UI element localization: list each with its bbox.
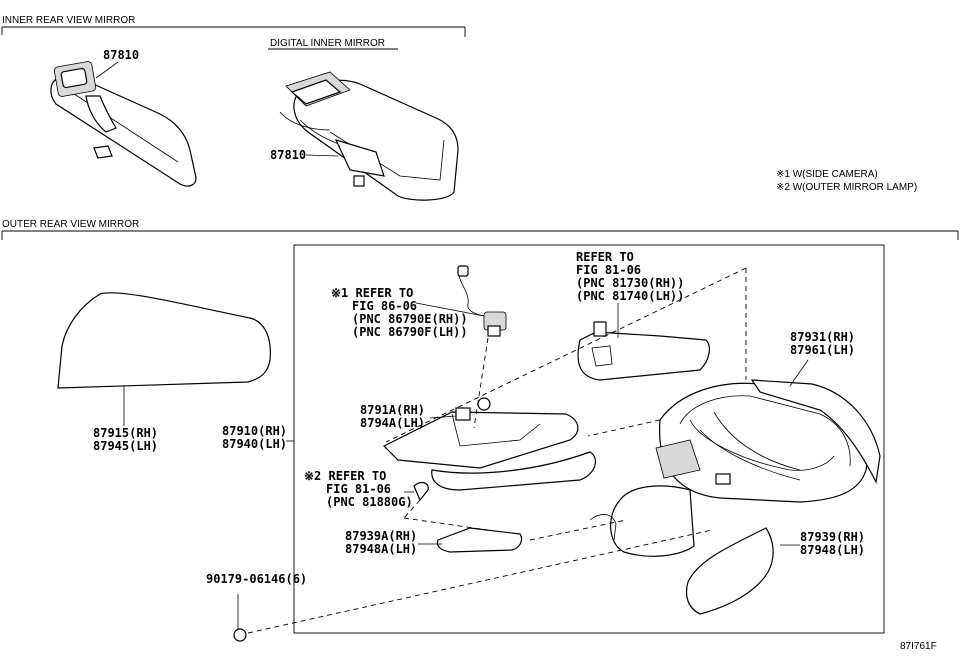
label-lower-cover-rh: 87939(RH) [800, 530, 865, 544]
ref-turn-line1: REFER TO [576, 250, 634, 264]
ref-camera-line2: FIG 86-06 [352, 299, 417, 313]
label-mirror-glass-rh: 87931(RH) [790, 330, 855, 344]
side-camera-drawing [457, 265, 507, 337]
lower-cover-drawing [685, 527, 774, 615]
note-side-camera: ※1 W(SIDE CAMERA) [776, 169, 878, 180]
inner-section-header: INNER REAR VIEW MIRROR [2, 15, 135, 26]
label-bracket-lh: 8794A(LH) [360, 416, 425, 430]
inner-mirror-drawing [50, 61, 197, 187]
label-lower-cover-a-rh: 87939A(RH) [345, 529, 417, 543]
label-cover-rh: 87915(RH) [93, 426, 158, 440]
label-inner-mirror: 87810 [103, 48, 139, 62]
turn-signal-drawing [577, 321, 710, 381]
assembly-dashed-lines [247, 267, 747, 634]
leader-mirror-glass [789, 359, 809, 387]
leader-camera-ref [415, 302, 485, 317]
ref-lamp-line2: FIG 81-06 [326, 482, 391, 496]
mirror-lamp-drawing [413, 481, 429, 502]
ref-camera-line4: (PNC 86790F(LH)) [352, 325, 468, 339]
label-lower-cover-lh: 87948(LH) [800, 543, 865, 557]
label-screw: 90179-06146(6) [206, 572, 307, 586]
label-mirror-assy-rh: 87910(RH) [222, 424, 287, 438]
bracket-drawing [382, 397, 597, 491]
label-lower-cover-a-lh: 87948A(LH) [345, 542, 417, 556]
ref-turn-line2: FIG 81-06 [576, 263, 641, 277]
figure-id: 87I761F [900, 641, 937, 652]
outer-mirror-cover-drawing [57, 292, 271, 389]
digital-mirror-drawing [279, 71, 459, 201]
ref-camera-line3: (PNC 86790E(RH)) [352, 312, 468, 326]
ref-lamp-line1: ※2 REFER TO [304, 469, 386, 483]
ref-turn-line4: (PNC 81740(LH)) [576, 289, 684, 303]
lower-cover-a-drawing [436, 527, 523, 553]
label-digital-mirror: 87810 [270, 148, 306, 162]
inner-section-frame [1, 26, 466, 37]
leader-bracket [429, 415, 457, 419]
ref-turn-line3: (PNC 81730(RH)) [576, 276, 684, 290]
label-mirror-assy-lh: 87940(LH) [222, 437, 287, 451]
outer-section-frame [1, 230, 959, 240]
ref-lamp-line3: (PNC 81880G) [326, 495, 413, 509]
leader-inner-mirror [95, 61, 119, 79]
assembly-box [293, 244, 885, 634]
note-outer-mirror-lamp: ※2 W(OUTER MIRROR LAMP) [776, 182, 917, 193]
label-bracket-rh: 8791A(RH) [360, 403, 425, 417]
outer-section-header: OUTER REAR VIEW MIRROR [2, 219, 139, 230]
label-cover-lh: 87945(LH) [93, 439, 158, 453]
ref-camera-line1: ※1 REFER TO [331, 286, 413, 300]
digital-section-header: DIGITAL INNER MIRROR [270, 38, 385, 49]
leader-digital-mirror [305, 154, 339, 157]
label-mirror-glass-lh: 87961(LH) [790, 343, 855, 357]
screw-icon [233, 628, 247, 642]
